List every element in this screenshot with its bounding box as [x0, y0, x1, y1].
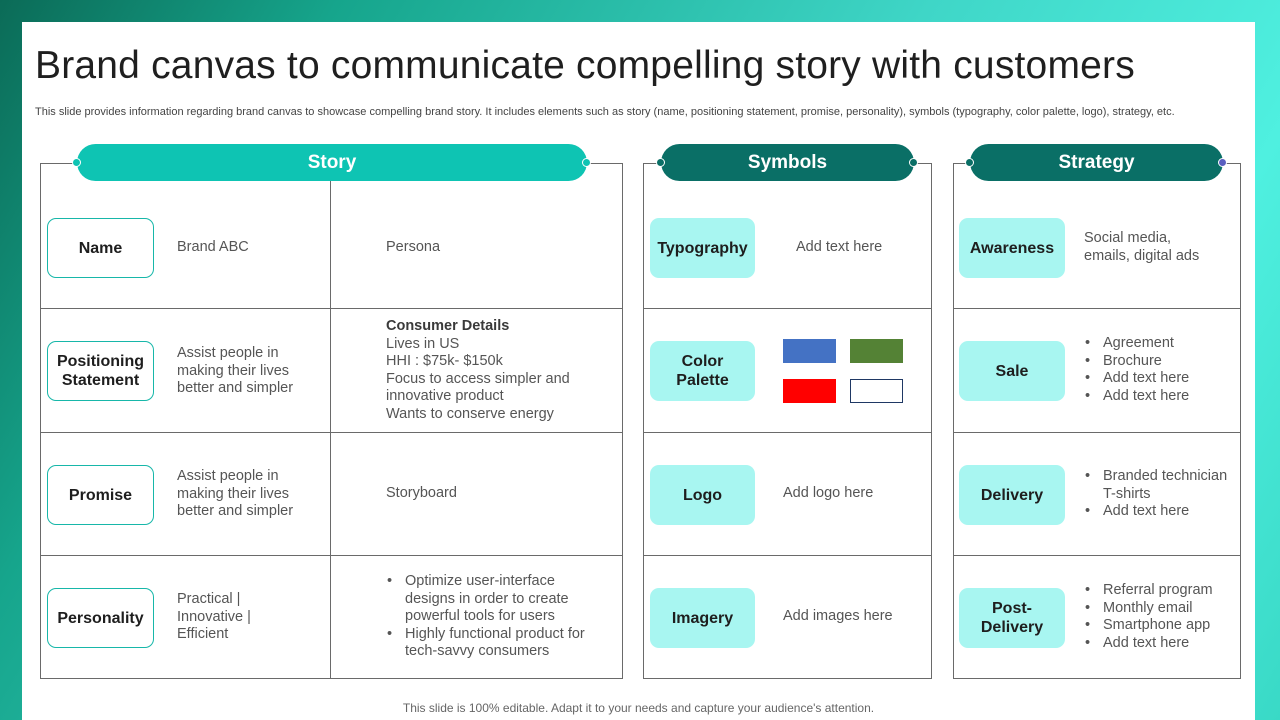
- symbols-value-typography: Add text here: [796, 239, 883, 255]
- color-swatch-white: [850, 379, 903, 403]
- story-value-positioning: Assist people in making their lives bett…: [177, 345, 294, 397]
- list-item: Optimize user-interface designs in order…: [386, 573, 601, 626]
- page-subtitle: This slide provides information regardin…: [35, 106, 1175, 118]
- story-detail-persona: Persona: [386, 239, 441, 255]
- slide: Brand canvas to communicate compelling s…: [22, 22, 1255, 720]
- list-item: Add text here: [1084, 388, 1234, 406]
- divider: [40, 555, 623, 556]
- story-label-name: Name: [47, 218, 154, 278]
- connector-dot: [582, 158, 591, 167]
- divider: [330, 181, 331, 679]
- story-label-personality: Personality: [47, 588, 154, 648]
- page-number: 14: [1236, 703, 1248, 714]
- list-item: Highly functional product for tech-savvy…: [386, 626, 601, 661]
- story-value-name: Brand ABC: [177, 239, 249, 255]
- strategy-value-awareness: Social media, emails, digital ads: [1084, 230, 1200, 264]
- symbols-label-imagery: Imagery: [650, 588, 755, 648]
- list-item: Brochure: [1084, 353, 1234, 371]
- list-item: Monthly email: [1084, 600, 1234, 618]
- consumer-detail-line: Wants to conserve energy: [386, 405, 554, 422]
- strategy-label-awareness: Awareness: [959, 218, 1065, 278]
- divider: [643, 555, 932, 556]
- divider: [40, 308, 623, 309]
- list-item: Agreement: [1084, 335, 1234, 353]
- connector-dot: [1218, 158, 1227, 167]
- story-header: Story: [77, 144, 587, 181]
- symbols-value-logo: Add logo here: [783, 485, 874, 501]
- divider: [40, 432, 623, 433]
- divider: [953, 555, 1241, 556]
- strategy-label-post-delivery: Post-Delivery: [959, 588, 1065, 648]
- divider: [953, 432, 1241, 433]
- story-value-personality: Practical | Innovative | Efficient: [177, 591, 251, 643]
- footer-note: This slide is 100% editable. Adapt it to…: [402, 701, 875, 715]
- story-label-promise: Promise: [47, 465, 154, 525]
- connector-dot: [965, 158, 974, 167]
- connector-dot: [656, 158, 665, 167]
- story-value-promise: Assist people in making their lives bett…: [177, 468, 294, 520]
- personality-bullets: Optimize user-interface designs in order…: [386, 573, 601, 661]
- symbols-label-color-palette: Color Palette: [650, 341, 755, 401]
- list-item: Smartphone app: [1084, 617, 1234, 635]
- strategy-label-delivery: Delivery: [959, 465, 1065, 525]
- consumer-details: Consumer Details Lives in US HHI : $75k-…: [386, 318, 611, 424]
- divider: [643, 432, 932, 433]
- strategy-label-sale: Sale: [959, 341, 1065, 401]
- symbols-value-imagery: Add images here: [783, 608, 893, 624]
- symbols-label-typography: Typography: [650, 218, 755, 278]
- divider: [643, 308, 932, 309]
- page-title: Brand canvas to communicate compelling s…: [35, 44, 1135, 87]
- consumer-details-heading: Consumer Details: [386, 318, 510, 334]
- story-detail-storyboard: Storyboard: [386, 485, 457, 501]
- story-label-positioning: Positioning Statement: [47, 341, 154, 401]
- post-delivery-bullets: Referral program Monthly email Smartphon…: [1084, 582, 1234, 652]
- symbols-header: Symbols: [661, 144, 914, 181]
- connector-dot: [909, 158, 918, 167]
- color-swatch-green: [850, 339, 903, 363]
- consumer-detail-line: Focus to access simpler and innovative p…: [386, 370, 570, 405]
- list-item: Branded technician T-shirts: [1084, 468, 1234, 503]
- list-item: Add text here: [1084, 635, 1234, 653]
- list-item: Add text here: [1084, 503, 1234, 521]
- divider: [953, 308, 1241, 309]
- symbols-label-logo: Logo: [650, 465, 755, 525]
- color-swatch-red: [783, 379, 836, 403]
- consumer-detail-line: HHI : $75k- $150k: [386, 353, 503, 370]
- strategy-header: Strategy: [970, 144, 1223, 181]
- consumer-detail-line: Lives in US: [386, 335, 460, 352]
- connector-dot: [72, 158, 81, 167]
- list-item: Add text here: [1084, 370, 1234, 388]
- delivery-bullets: Branded technician T-shirts Add text her…: [1084, 468, 1234, 521]
- color-swatch-blue: [783, 339, 836, 363]
- sale-bullets: Agreement Brochure Add text here Add tex…: [1084, 335, 1234, 405]
- list-item: Referral program: [1084, 582, 1234, 600]
